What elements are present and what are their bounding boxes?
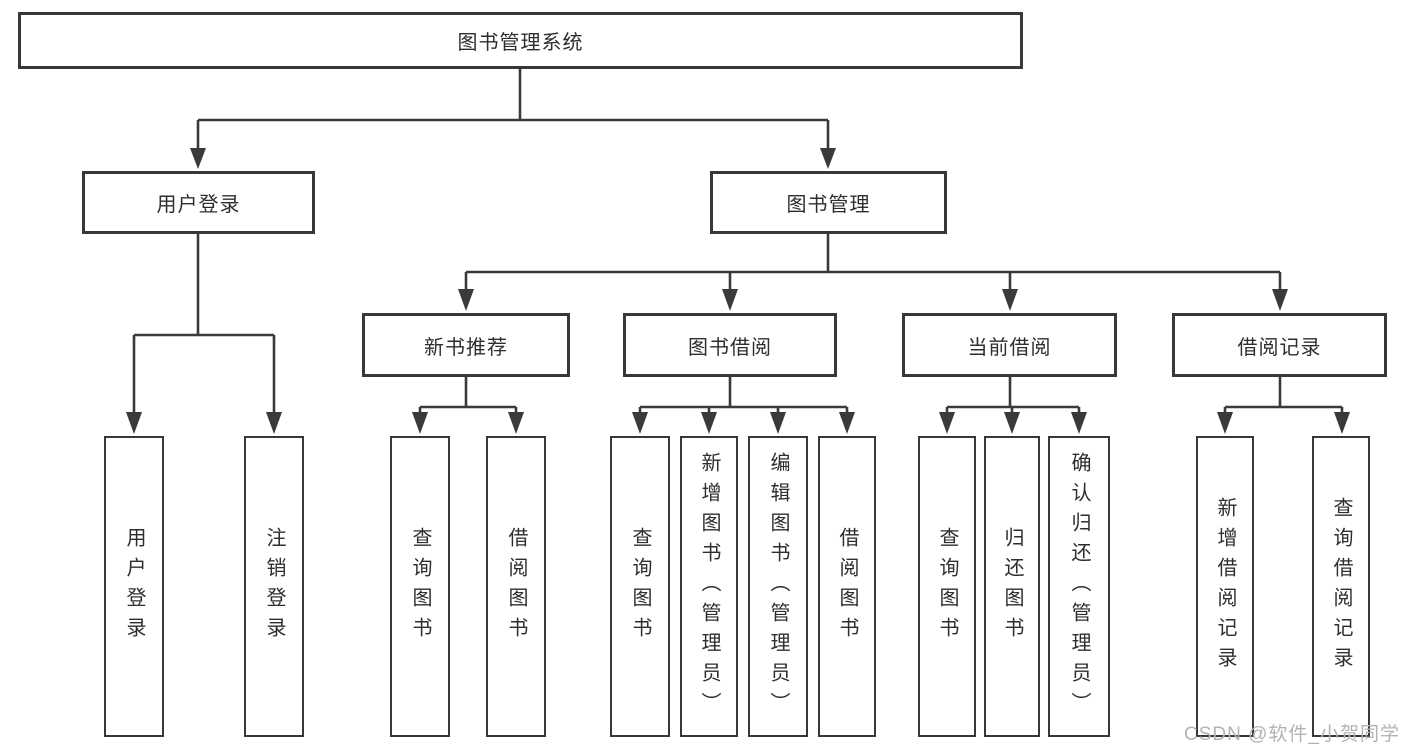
leaf-records-add-record: 新增借阅记录 [1196,436,1254,737]
leaf-borrow-add-books-admin-label: 新增图书（管理员） [698,451,720,722]
leaf-records-query-record-label: 查询借阅记录 [1330,496,1352,677]
leaf-current-return-books: 归还图书 [984,436,1040,737]
node-root-label: 图书管理系统 [457,32,584,54]
leaf-current-confirm-return-admin: 确认归还（管理员） [1048,436,1110,737]
leaf-borrow-edit-books-admin-label: 编辑图书（管理员） [767,451,789,722]
edge-login-to-children [126,234,282,434]
leaf-current-query-books-label: 查询图书 [936,526,958,647]
csdn-watermark: CSDN @软件_小贺同学 [1184,724,1400,745]
leaf-recommend-borrow-books: 借阅图书 [486,436,546,737]
node-book-borrow: 图书借阅 [623,313,837,377]
leaf-recommend-query-books-label: 查询图书 [409,526,431,647]
leaf-records-add-record-label: 新增借阅记录 [1214,496,1236,677]
node-new-book-recommend-label: 新书推荐 [424,336,508,359]
leaf-recommend-borrow-books-label: 借阅图书 [505,526,527,647]
leaf-current-query-books: 查询图书 [918,436,976,737]
leaf-borrow-query-books-label: 查询图书 [629,526,651,647]
leaf-user-login: 用户登录 [104,436,164,737]
leaf-records-query-record: 查询借阅记录 [1312,436,1370,737]
leaf-borrow-edit-books-admin: 编辑图书（管理员） [748,436,808,737]
node-new-book-recommend: 新书推荐 [362,313,570,377]
leaf-logout-label: 注销登录 [263,526,285,647]
node-user-login-label: 用户登录 [156,194,241,216]
node-borrow-records-label: 借阅记录 [1237,336,1322,359]
edge-recommend-to-children [412,377,524,434]
node-book-borrow-label: 图书借阅 [688,336,772,359]
leaf-current-confirm-return-admin-label: 确认归还（管理员） [1068,451,1090,722]
edge-current-to-children [939,377,1087,434]
edge-manage-to-children [458,234,1288,311]
leaf-borrow-query-books: 查询图书 [610,436,670,737]
node-root: 图书管理系统 [18,12,1023,69]
edge-root-to-children [190,69,836,169]
leaf-recommend-query-books: 查询图书 [390,436,450,737]
node-user-login: 用户登录 [82,171,315,234]
leaf-current-return-books-label: 归还图书 [1001,526,1023,647]
edge-records-to-children [1217,377,1350,434]
node-book-management-label: 图书管理 [786,194,871,216]
leaf-borrow-add-books-admin: 新增图书（管理员） [680,436,738,737]
leaf-logout: 注销登录 [244,436,304,737]
node-borrow-records: 借阅记录 [1172,313,1387,377]
node-current-borrow-label: 当前借阅 [967,336,1052,359]
leaf-user-login-label: 用户登录 [123,526,145,647]
edge-borrow-to-children [632,377,855,434]
node-current-borrow: 当前借阅 [902,313,1117,377]
node-book-management: 图书管理 [710,171,947,234]
leaf-borrow-borrow-books: 借阅图书 [818,436,876,737]
leaf-borrow-borrow-books-label: 借阅图书 [836,526,858,647]
